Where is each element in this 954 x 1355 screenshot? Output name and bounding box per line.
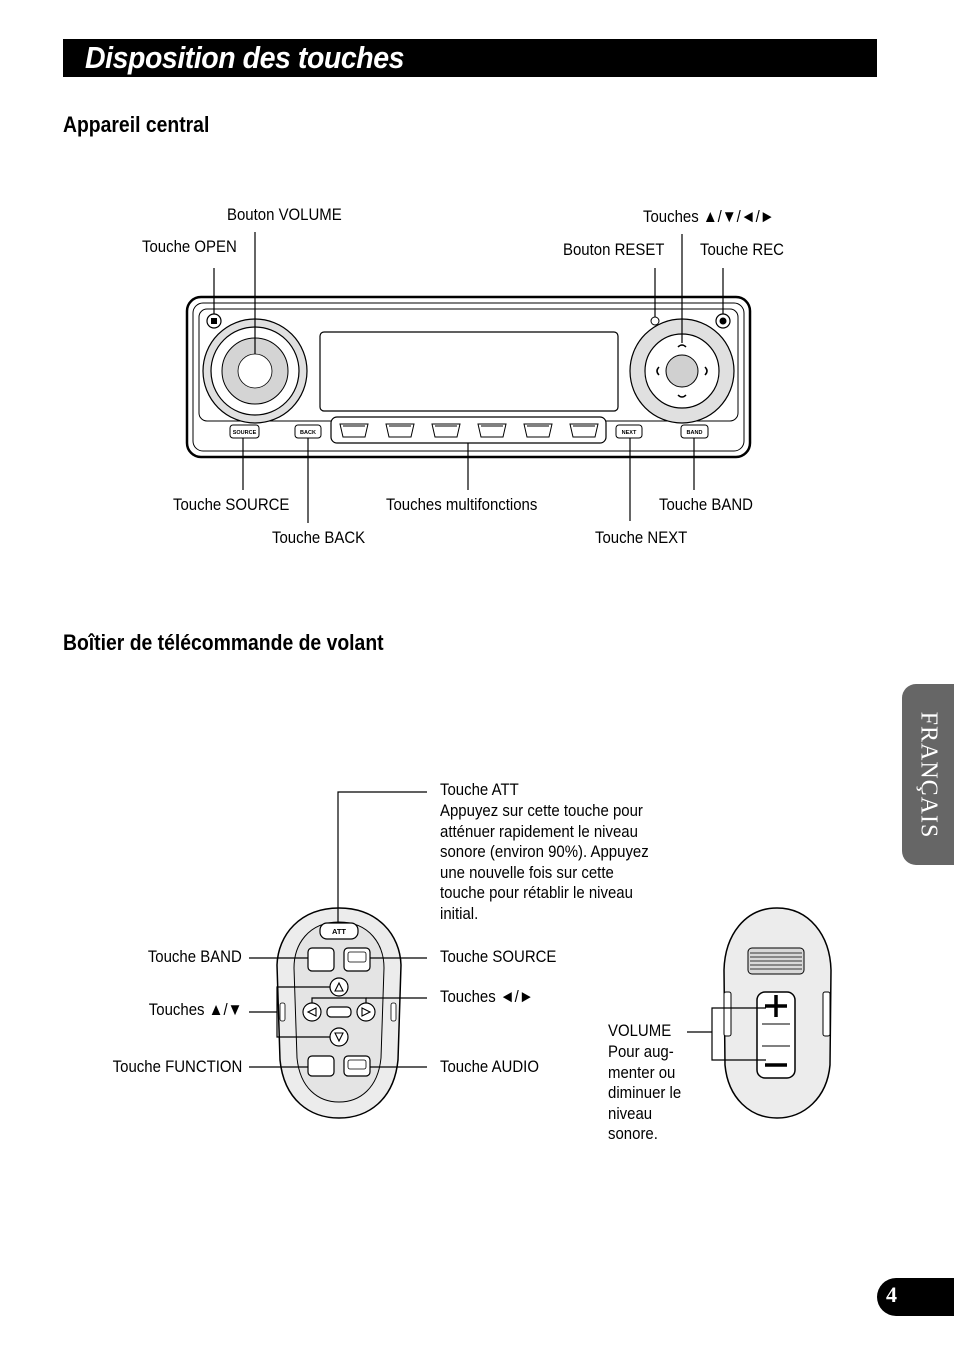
att-description-line: une nouvelle fois sur cette bbox=[440, 862, 614, 882]
att-description-line: Appuyez sur cette touche pour bbox=[440, 801, 643, 820]
joystick-icon bbox=[629, 318, 735, 424]
section-heading-main-unit: Appareil central bbox=[63, 112, 210, 137]
next-button-icon: NEXT bbox=[615, 424, 643, 439]
rec-button-icon bbox=[715, 313, 731, 329]
volume-description-line: diminuer le bbox=[608, 1083, 682, 1102]
band-button-text: BAND bbox=[687, 430, 703, 436]
remote-band-button-icon bbox=[307, 947, 335, 972]
volume-description-line: Pour aug- bbox=[608, 1042, 674, 1061]
label-touche-att: Touche ATT bbox=[440, 780, 519, 799]
head-unit-illustration: SOURCE BACK NEXT BAND bbox=[185, 295, 752, 459]
page-number: 4 bbox=[886, 1282, 897, 1307]
volume-knob-icon bbox=[202, 318, 308, 424]
head-unit-leader-lines bbox=[213, 232, 724, 523]
label-remote-touche-band: Touche BAND bbox=[148, 947, 242, 966]
remote-function-button-icon bbox=[307, 1055, 335, 1077]
label-volume: VOLUME bbox=[608, 1021, 672, 1040]
volume-description: Pour aug- menter ou diminuer le niveau s… bbox=[608, 1042, 681, 1145]
remote-leader-lines bbox=[249, 791, 427, 1068]
language-tab-label: FRANÇAIS bbox=[915, 711, 942, 838]
page-number-badge: 4 bbox=[877, 1278, 954, 1316]
label-touche-next: Touche NEXT bbox=[595, 528, 688, 547]
left-arrow-icon bbox=[306, 1007, 317, 1017]
plus-icon bbox=[765, 995, 787, 1017]
label-touche-band: Touche BAND bbox=[659, 495, 753, 514]
source-button-icon: SOURCE bbox=[229, 424, 260, 439]
volume-description-line: sonore. bbox=[608, 1124, 658, 1143]
remote-source-button-icon bbox=[343, 947, 371, 972]
open-button-icon bbox=[206, 313, 222, 329]
back-button-text: BACK bbox=[300, 430, 316, 436]
volume-description-line: niveau bbox=[608, 1103, 653, 1123]
label-touche-open: Touche OPEN bbox=[142, 237, 237, 256]
label-touche-rec: Touche REC bbox=[700, 240, 784, 259]
att-description-line: sonore (environ 90%). Appuyez bbox=[440, 842, 649, 861]
volume-description-line: menter ou bbox=[608, 1062, 676, 1082]
volume-rocker-icon bbox=[756, 991, 796, 1079]
band-button-icon: BAND bbox=[680, 424, 709, 439]
label-remote-touche-source: Touche SOURCE bbox=[440, 947, 557, 966]
remote-illustration: ATT bbox=[276, 907, 402, 1119]
label-remote-touches-leftright: Touches ◄/► bbox=[440, 987, 534, 1006]
multifunction-buttons bbox=[339, 423, 599, 438]
title-bar: Disposition des touches bbox=[63, 39, 877, 77]
label-bouton-reset: Bouton RESET bbox=[563, 240, 665, 259]
label-remote-touches-updown: Touches ▲/▼ bbox=[148, 1000, 242, 1019]
up-arrow-icon bbox=[334, 981, 344, 992]
source-button-text: SOURCE bbox=[233, 430, 257, 436]
next-button-text: NEXT bbox=[622, 430, 637, 436]
back-button-icon: BACK bbox=[294, 424, 322, 439]
reset-button-icon bbox=[650, 316, 660, 326]
language-tab: FRANÇAIS bbox=[902, 684, 954, 865]
att-description-line: atténuer rapidement le niveau bbox=[440, 821, 638, 841]
att-description-line: touche pour rétablir le niveau bbox=[440, 883, 633, 902]
label-remote-touche-function: Touche FUNCTION bbox=[112, 1057, 242, 1076]
att-button-text: ATT bbox=[332, 927, 346, 936]
volume-leader-lines bbox=[687, 1007, 766, 1061]
label-touche-source: Touche SOURCE bbox=[173, 495, 290, 514]
right-arrow-icon bbox=[361, 1007, 372, 1017]
volume-unit-illustration bbox=[723, 907, 832, 1119]
label-remote-touche-audio: Touche AUDIO bbox=[440, 1057, 539, 1076]
remote-audio-button-icon bbox=[343, 1055, 371, 1077]
label-touche-back: Touche BACK bbox=[272, 528, 366, 547]
att-description-line: initial. bbox=[440, 903, 479, 923]
section-heading-remote: Boîtier de télécommande de volant bbox=[63, 630, 384, 655]
label-bouton-volume: Bouton VOLUME bbox=[227, 205, 342, 224]
att-button-icon: ATT bbox=[319, 922, 359, 940]
att-description: Appuyez sur cette touche pour atténuer r… bbox=[440, 801, 649, 924]
label-touches-arrows: Touches ▲/▼/◄/► bbox=[643, 207, 775, 226]
label-touches-multifonctions: Touches multifonctions bbox=[386, 495, 538, 514]
page-title: Disposition des touches bbox=[85, 40, 405, 75]
down-arrow-icon bbox=[334, 1032, 344, 1043]
